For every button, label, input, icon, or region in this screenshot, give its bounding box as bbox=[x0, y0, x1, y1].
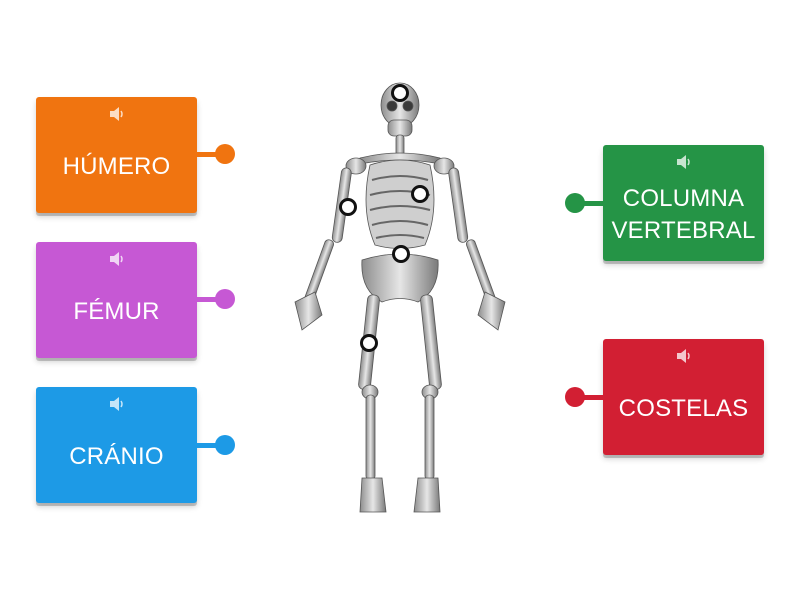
card-label: COSTELAS bbox=[618, 395, 749, 422]
connector-line bbox=[197, 152, 219, 157]
hotspot-marker[interactable] bbox=[360, 334, 378, 352]
speaker-icon[interactable] bbox=[108, 106, 126, 122]
hotspot-marker[interactable] bbox=[339, 198, 357, 216]
connector-line bbox=[197, 443, 219, 448]
drag-handle[interactable] bbox=[565, 387, 585, 407]
drag-handle[interactable] bbox=[215, 289, 235, 309]
hotspot-marker[interactable] bbox=[411, 185, 429, 203]
skeleton-illustration bbox=[294, 82, 506, 513]
drag-handle[interactable] bbox=[565, 193, 585, 213]
speaker-icon[interactable] bbox=[108, 251, 126, 267]
drag-handle[interactable] bbox=[215, 435, 235, 455]
speaker-icon[interactable] bbox=[108, 396, 126, 412]
drag-handle[interactable] bbox=[215, 144, 235, 164]
card-label: FÉMUR bbox=[73, 298, 160, 325]
hotspot-marker[interactable] bbox=[391, 84, 409, 102]
speaker-icon[interactable] bbox=[675, 154, 693, 170]
card-label: COLUMNA VERTEBRAL bbox=[611, 185, 756, 244]
connector-line bbox=[582, 201, 604, 206]
card-columna-vertebral[interactable]: COLUMNA VERTEBRAL bbox=[603, 145, 764, 261]
connector-line bbox=[582, 395, 604, 400]
hotspot-marker[interactable] bbox=[392, 245, 410, 263]
card-femur[interactable]: FÉMUR bbox=[36, 242, 197, 358]
card-cranio[interactable]: CRÁNIO bbox=[36, 387, 197, 503]
card-label: CRÁNIO bbox=[69, 443, 164, 470]
card-costelas[interactable]: COSTELAS bbox=[603, 339, 764, 455]
connector-line bbox=[197, 297, 219, 302]
card-label: HÚMERO bbox=[62, 153, 171, 180]
speaker-icon[interactable] bbox=[675, 348, 693, 364]
card-humero[interactable]: HÚMERO bbox=[36, 97, 197, 213]
